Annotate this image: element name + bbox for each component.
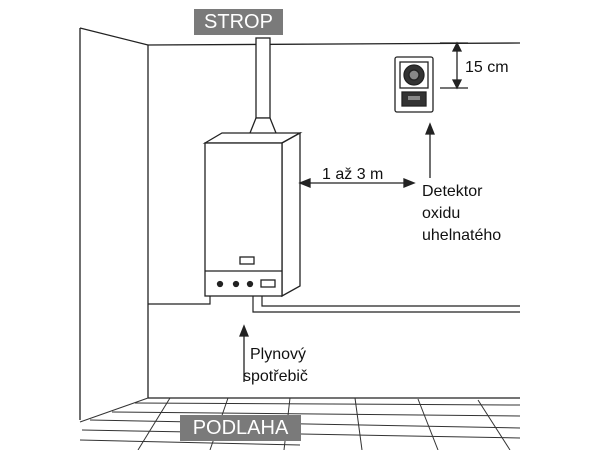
floor-label: PODLAHA [180,415,301,441]
distance-label: 1 až 3 m [322,166,384,183]
distance-dimension [298,178,416,188]
appliance-label-line2: spotřebič [243,368,308,385]
detector-label-line3: uhelnatého [422,227,502,244]
ceiling-gap-dimension [440,41,468,90]
flue-pipe [247,37,279,139]
appliance-arrow [239,324,249,382]
co-detector [394,56,434,113]
detector-label-line1: Detektor [422,183,483,200]
detector-arrow [425,122,435,178]
gas-boiler [202,131,303,298]
detector-label-line2: oxidu [422,205,461,222]
appliance-label-line1: Plynový [250,346,307,363]
pipes [148,296,520,313]
ceiling-gap-label: 15 cm [465,59,509,76]
ceiling-label: STROP [194,9,283,35]
